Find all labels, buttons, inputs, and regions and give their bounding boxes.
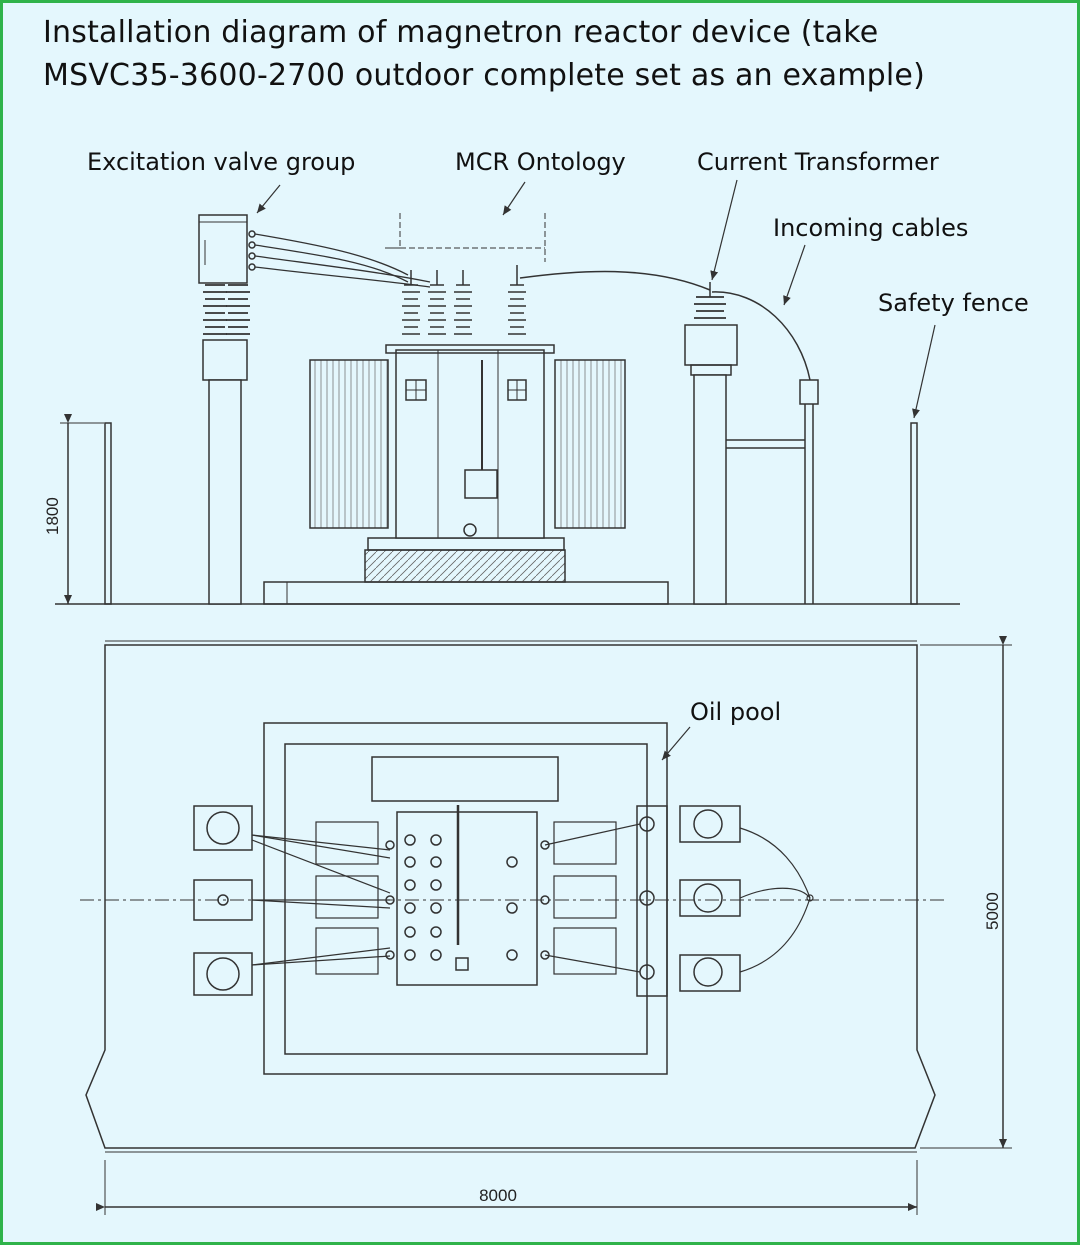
foundation-slab xyxy=(263,581,669,605)
current-transformer xyxy=(684,282,738,605)
dim-plan-depth: 5000 xyxy=(983,892,1002,930)
left-fence-post xyxy=(104,422,112,605)
leader-excitation xyxy=(256,184,281,214)
plan-current-transformers xyxy=(636,805,741,997)
plan-view xyxy=(80,636,1012,1215)
concrete-pedestal xyxy=(364,549,566,583)
depth-dimension xyxy=(920,636,1012,1149)
dim-plan-width: 8000 xyxy=(479,1186,517,1205)
elevation-view xyxy=(55,179,960,605)
label-incoming-cables: Incoming cables xyxy=(773,214,968,242)
diagram-title: Installation diagram of magnetron reacto… xyxy=(43,11,1063,97)
mcr-to-ct-cable xyxy=(519,270,711,291)
label-safety-fence: Safety fence xyxy=(878,289,1029,317)
label-current-transformer: Current Transformer xyxy=(697,148,939,176)
leader-incoming xyxy=(783,244,806,306)
valve-to-mcr-wires xyxy=(254,233,431,288)
plan-fence-outline xyxy=(85,644,936,1149)
leader-fence xyxy=(912,324,936,419)
dim-fence-height: 1800 xyxy=(43,497,62,535)
plan-valve-cables xyxy=(251,834,391,966)
mcr-body xyxy=(309,213,626,539)
oil-pool-inner xyxy=(284,743,648,1055)
right-fence-post xyxy=(910,422,918,605)
plan-radiators xyxy=(315,821,617,975)
leader-oil-pool xyxy=(661,726,691,761)
mcr-ontology-plan-box xyxy=(371,756,559,802)
mcr-bushings xyxy=(402,265,526,335)
excitation-valve-group xyxy=(198,214,256,605)
label-mcr-ontology: MCR Ontology xyxy=(455,148,626,176)
incoming-cable-support xyxy=(711,291,819,604)
leader-ct xyxy=(710,179,738,281)
title-line-2: MSVC35-3600-2700 outdoor complete set as… xyxy=(43,58,925,93)
plan-incoming-cables xyxy=(544,823,814,973)
oil-pool-outer xyxy=(263,722,668,1075)
title-line-1: Installation diagram of magnetron reacto… xyxy=(43,15,879,50)
label-excitation-valve-group: Excitation valve group xyxy=(87,148,355,176)
height-dimension xyxy=(60,414,104,604)
leader-mcr xyxy=(502,181,526,216)
plan-tank xyxy=(385,805,550,986)
label-oil-pool: Oil pool xyxy=(690,698,781,726)
width-dimension xyxy=(96,1160,918,1215)
